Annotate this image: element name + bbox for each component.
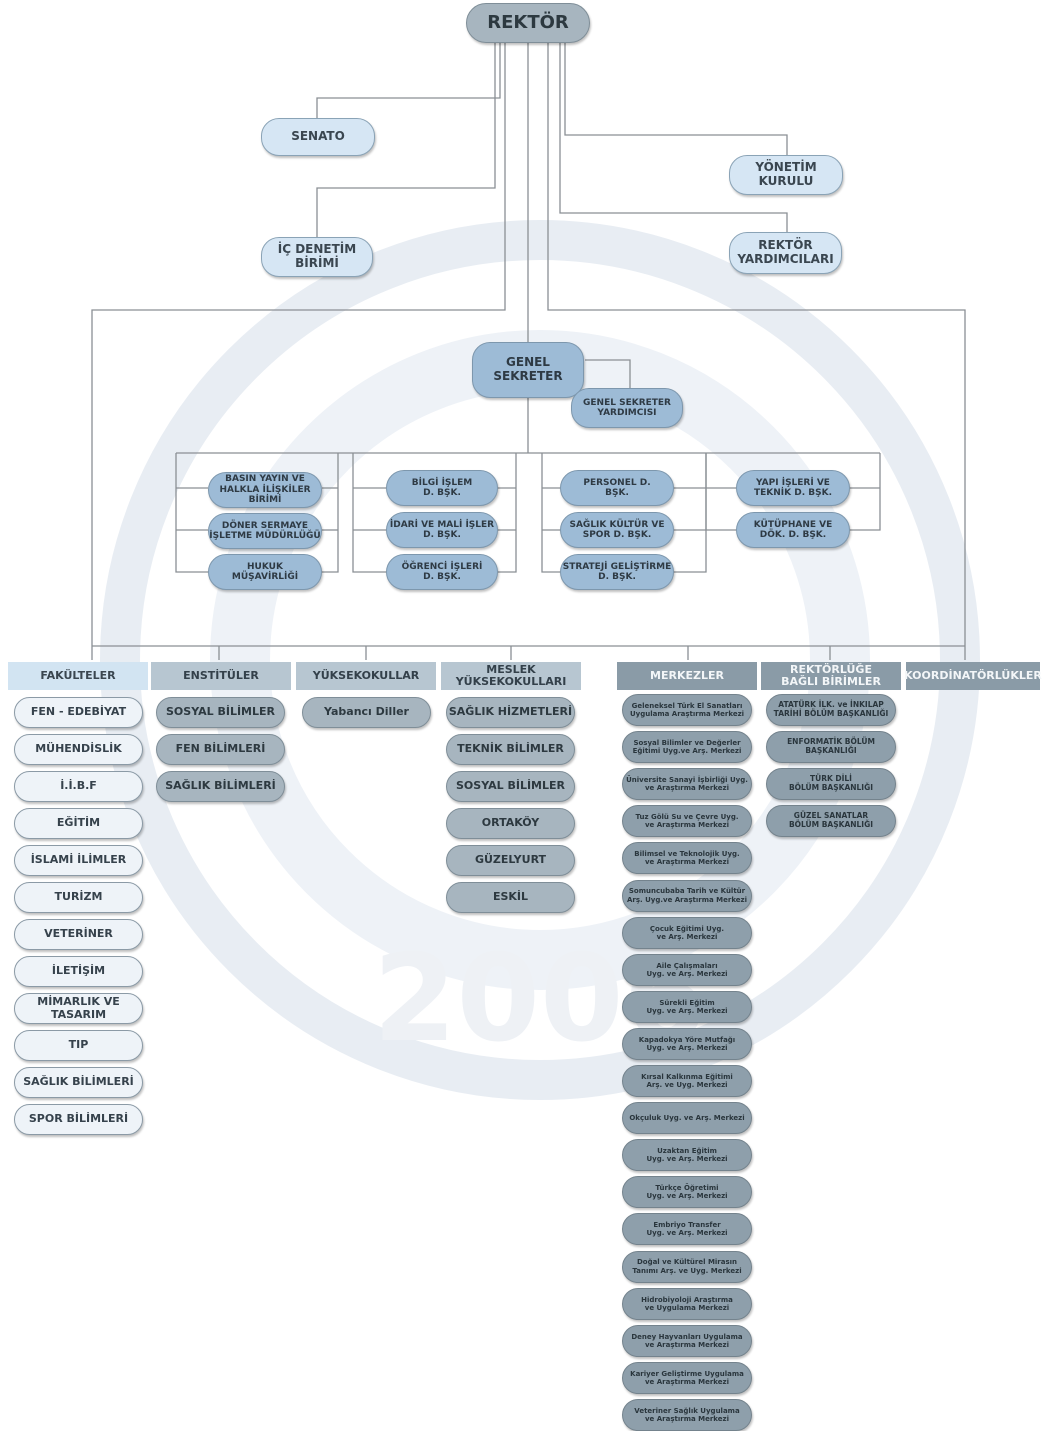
dept-strateji: STRATEJİ GELİŞTİRME D. BŞK. bbox=[560, 554, 674, 590]
header-rektorluge-bagli: REKTÖRLÜĞE BAĞLI BİRİMLER bbox=[761, 662, 901, 690]
enstitu-item: FEN BİLİMLERİ bbox=[156, 734, 285, 765]
meslek-yuksekokulu-item: SAĞLIK HİZMETLERİ bbox=[446, 697, 575, 728]
header-koordinatorlukler: KOORDİNATÖRLÜKLER bbox=[904, 662, 1042, 690]
fakulte-item: İ.İ.B.F bbox=[14, 771, 143, 802]
dept-idari-mali: İDARİ VE MALİ İŞLER D. BŞK. bbox=[386, 512, 498, 548]
header-meslek-yuksekokullari: MESLEK YÜKSEKOKULLARI bbox=[441, 662, 581, 690]
rektor-node: REKTÖR bbox=[466, 3, 590, 43]
merkez-item: Geleneksel Türk El Sanatları Uygulama Ar… bbox=[622, 694, 752, 726]
meslek-yuksekokulu-item: GÜZELYURT bbox=[446, 845, 575, 876]
fakulte-item: TIP bbox=[14, 1030, 143, 1061]
header-yuksekokullar: YÜKSEKOKULLAR bbox=[296, 662, 436, 690]
fakulte-item: İLETİŞİM bbox=[14, 956, 143, 987]
enstitu-item: SOSYAL BİLİMLER bbox=[156, 697, 285, 728]
dept-saglik-kultur: SAĞLIK KÜLTÜR VE SPOR D. BŞK. bbox=[560, 512, 674, 548]
fakulte-item: SPOR BİLİMLERİ bbox=[14, 1104, 143, 1135]
yuksekokul-item: Yabancı Diller bbox=[302, 697, 431, 728]
merkez-item: Bilimsel ve Teknolojik Uyg. ve Araştırma… bbox=[622, 842, 752, 875]
dept-ogrenci-isleri: ÖĞRENCİ İŞLERİ D. BŞK. bbox=[386, 554, 498, 590]
dept-yapi-isleri: YAPI İŞLERİ VE TEKNİK D. BŞK. bbox=[736, 470, 850, 506]
fakulte-item: FEN - EDEBİYAT bbox=[14, 697, 143, 728]
merkez-item: Sürekli Eğitim Uyg. ve Arş. Merkezi bbox=[622, 990, 752, 1023]
genel-sekreter-yardimcisi-node: GENEL SEKRETER YARDIMCISI bbox=[571, 388, 683, 428]
rektorluge-bagli-item: ATATÜRK İLK. ve İNKILAP TARİHİ BÖLÜM BAŞ… bbox=[766, 694, 896, 726]
dept-hukuk: HUKUK MÜŞAVİRLİĞİ bbox=[208, 554, 322, 590]
header-merkezler: MERKEZLER bbox=[617, 662, 757, 690]
fakulte-item: İSLAMİ İLİMLER bbox=[14, 845, 143, 876]
merkez-item: Tuz Gölü Su ve Çevre Uyg. ve Araştırma M… bbox=[622, 805, 752, 838]
meslek-yuksekokulu-item: ORTAKÖY bbox=[446, 808, 575, 839]
fakulte-item: MÜHENDİSLİK bbox=[14, 734, 143, 765]
merkez-item: Sosyal Bilimler ve Değerler Eğitimi Uyg.… bbox=[622, 731, 752, 764]
merkez-item: Hidrobiyoloji Araştırma ve Uygulama Merk… bbox=[622, 1287, 752, 1320]
merkez-item: Veteriner Sağlık Uygulama ve Araştırma M… bbox=[622, 1398, 752, 1431]
merkez-item: Somuncubaba Tarih ve Kültür Arş. Uyg.ve … bbox=[622, 879, 752, 912]
merkez-item: Embriyo Transfer Uyg. ve Arş. Merkezi bbox=[622, 1213, 752, 1246]
merkez-item: Türkçe Öğretimi Uyg. ve Arş. Merkezi bbox=[622, 1176, 752, 1209]
rektorluge-bagli-item: ENFORMATİK BÖLÜM BAŞKANLIĞI bbox=[766, 731, 896, 763]
dept-doner-sermaye: DÖNER SERMAYE İŞLETME MÜDÜRLÜĞÜ bbox=[208, 513, 322, 549]
merkez-item: Aile Çalışmaları Uyg. ve Arş. Merkezi bbox=[622, 953, 752, 986]
rektorluge-bagli-item: GÜZEL SANATLAR BÖLÜM BAŞKANLIĞI bbox=[766, 805, 896, 837]
merkez-item: Kırsal Kalkınma Eğitimi Arş. ve Uyg. Mer… bbox=[622, 1065, 752, 1097]
rektorluge-bagli-item: TÜRK DİLİ BÖLÜM BAŞKANLIĞI bbox=[766, 768, 896, 800]
merkez-item: Doğal ve Kültürel Mirasın Tanımı Arş. ve… bbox=[622, 1250, 752, 1283]
meslek-yuksekokulu-item: SOSYAL BİLİMLER bbox=[446, 771, 575, 802]
dept-personel: PERSONEL D. BŞK. bbox=[560, 470, 674, 506]
fakulte-item: MİMARLIK VE TASARIM bbox=[14, 993, 143, 1024]
rektor-yardimcilari-node: REKTÖR YARDIMCILARI bbox=[729, 232, 842, 274]
fakulte-item: TURİZM bbox=[14, 882, 143, 913]
ic-denetim-node: İÇ DENETİM BİRİMİ bbox=[261, 237, 373, 277]
merkez-item: Deney Hayvanları Uygulama ve Araştırma M… bbox=[622, 1324, 752, 1357]
merkez-item: Üniversite Sanayi İşbirliği Uyg. ve Araş… bbox=[622, 768, 752, 801]
yonetim-kurulu-node: YÖNETİM KURULU bbox=[729, 155, 843, 195]
senato-node: SENATO bbox=[261, 118, 375, 156]
fakulte-item: EĞİTİM bbox=[14, 808, 143, 839]
dept-kutuphane: KÜTÜPHANE VE DÖK. D. BŞK. bbox=[736, 512, 850, 548]
fakulte-item: SAĞLIK BİLİMLERİ bbox=[14, 1067, 143, 1098]
merkez-item: Çocuk Eğitimi Uyg. ve Arş. Merkezi bbox=[622, 916, 752, 949]
enstitu-item: SAĞLIK BİLİMLERİ bbox=[156, 771, 285, 802]
dept-basin-yayin: BASIN YAYIN VE HALKLA İLİŞKİLER BİRİMİ bbox=[208, 472, 322, 508]
header-enstituler: ENSTİTÜLER bbox=[151, 662, 291, 690]
fakulte-item: VETERİNER bbox=[14, 919, 143, 950]
merkez-item: Uzaktan Eğitim Uyg. ve Arş. Merkezi bbox=[622, 1139, 752, 1172]
merkez-item: Kariyer Geliştirme Uygulama ve Araştırma… bbox=[622, 1361, 752, 1394]
meslek-yuksekokulu-item: TEKNİK BİLİMLER bbox=[446, 734, 575, 765]
genel-sekreter-node: GENEL SEKRETER bbox=[472, 342, 584, 398]
dept-bilgi-islem: BİLGİ İŞLEM D. BŞK. bbox=[386, 470, 498, 506]
meslek-yuksekokulu-item: ESKİL bbox=[446, 882, 575, 913]
header-fakulteler: FAKÜLTELER bbox=[8, 662, 148, 690]
merkez-item: Kapadokya Yöre Mutfağı Uyg. ve Arş. Merk… bbox=[622, 1027, 752, 1060]
merkez-item: Okçuluk Uyg. ve Arş. Merkezi bbox=[622, 1102, 752, 1135]
